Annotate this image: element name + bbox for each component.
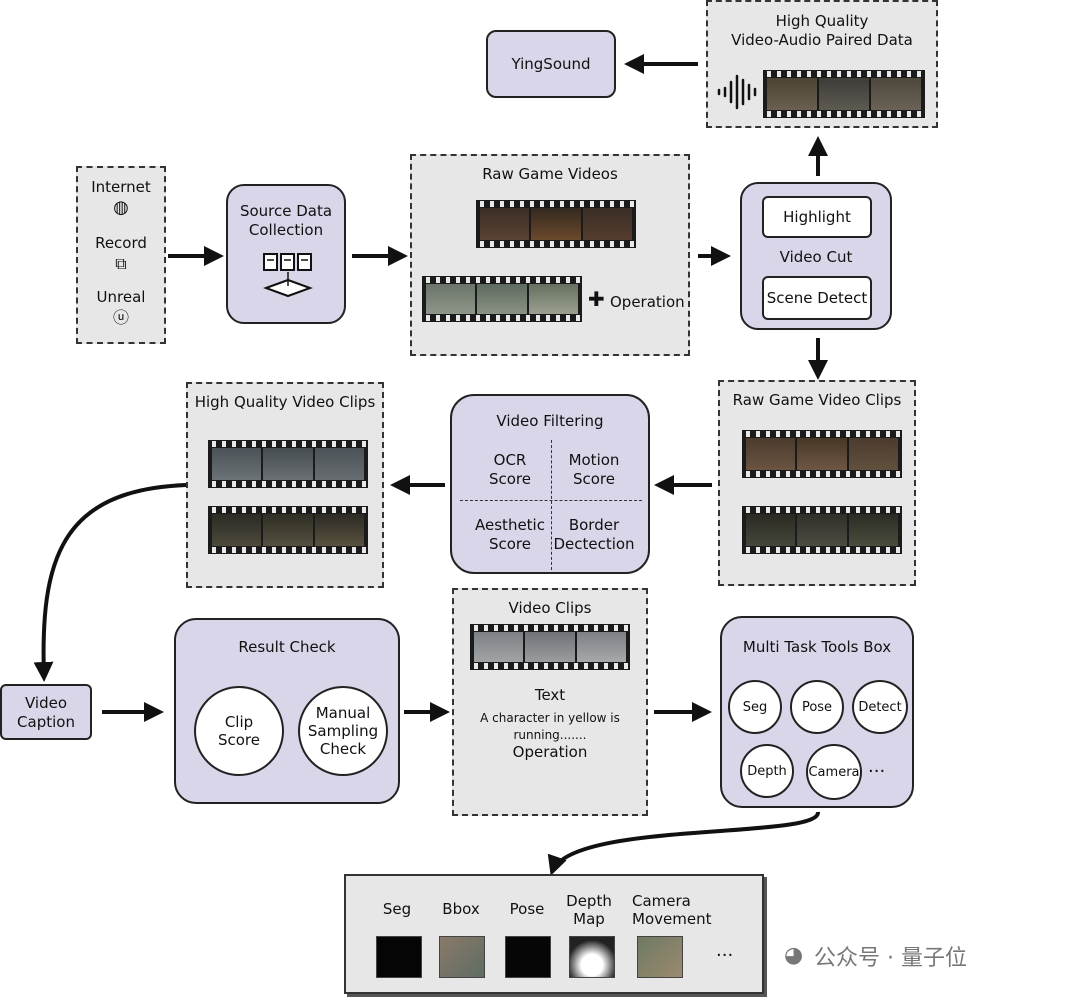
raw-clips-filmstrip-1 (742, 430, 902, 478)
output-camera-thumb (637, 936, 683, 978)
output-pose-thumb (505, 936, 551, 978)
text-label: Text (534, 686, 566, 704)
hq-clips-title: High Quality Video Clips (194, 393, 376, 411)
record-icon: ⧉ (115, 254, 127, 273)
video-clips-panel: Video Clips Text A character in yellow i… (452, 588, 648, 816)
raw-game-videos-panel: Raw Game Videos ✚ Operation (410, 154, 690, 356)
video-caption-2: Caption (17, 713, 75, 731)
raw-videos-operation-label: Operation (610, 293, 685, 311)
audio-waveform-icon (717, 74, 757, 110)
caption-line-1: A character in yellow is (480, 711, 620, 725)
video-cut-label: Video Cut (779, 248, 853, 266)
outputs-panel: Seg Bbox Pose Depth Map Camera Movement … (344, 874, 764, 994)
aesthetic-score-1: Aesthetic (475, 516, 545, 534)
result-check-box: Result Check Clip Score Manual Sampling … (174, 618, 400, 804)
multi-task-title: Multi Task Tools Box (742, 638, 892, 656)
watermark-text: 公众号 · 量子位 (814, 946, 967, 971)
output-seg-label: Seg (382, 900, 412, 918)
highlight-box: Highlight (762, 196, 872, 238)
hq-clips-filmstrip-2 (208, 506, 368, 554)
clip-score-1: Clip (224, 713, 254, 731)
raw-game-videos-title: Raw Game Videos (482, 165, 618, 183)
filtering-divider-h (460, 500, 642, 501)
hq-clips-panel: High Quality Video Clips (186, 382, 384, 588)
raw-video-filmstrip-1 (476, 200, 636, 248)
video-caption-1: Video (24, 694, 68, 712)
source-record-label: Record (95, 234, 147, 252)
border-detection-2: Dectection (553, 535, 635, 553)
manual-check-3: Check (319, 740, 367, 758)
ocr-score-2: Score (488, 470, 531, 488)
source-collection-title-2: Collection (248, 221, 324, 239)
source-collection-box: Source Data Collection (226, 184, 346, 324)
tool-detect: Detect (852, 680, 908, 734)
output-bbox-label: Bbox (442, 900, 480, 918)
yingsound-box: YingSound (486, 30, 616, 98)
plus-icon: ✚ (588, 287, 605, 311)
tool-camera: Camera (806, 744, 862, 800)
unreal-icon: ⓤ (112, 308, 129, 327)
scene-detect-box: Scene Detect (762, 276, 872, 320)
video-filtering-box: Video Filtering OCR Score Motion Score A… (450, 394, 650, 574)
clips-operation-label: Operation (512, 743, 588, 761)
clip-score-2: Score (217, 731, 260, 749)
source-unreal-label: Unreal (96, 288, 146, 306)
motion-score-1: Motion (568, 451, 620, 469)
filtering-divider-v (551, 440, 552, 570)
result-check-title: Result Check (238, 638, 336, 656)
tool-depth: Depth (740, 744, 794, 798)
output-more: ··· (716, 945, 734, 966)
aesthetic-score-2: Score (488, 535, 531, 553)
clip-score-circle: Clip Score (194, 686, 284, 776)
video-clips-title: Video Clips (508, 599, 592, 617)
ocr-score-1: OCR (493, 451, 527, 469)
sources-panel: Internet ◍ Record ⧉ Unreal ⓤ (76, 166, 166, 344)
border-detection-1: Border (568, 516, 620, 534)
manual-check-2: Sampling (307, 722, 379, 740)
globe-icon: ◍ (113, 197, 129, 218)
watermark-logo-icon: ◕ (784, 943, 804, 968)
yingsound-label: YingSound (511, 55, 591, 73)
motion-score-2: Score (572, 470, 615, 488)
video-cut-box: Highlight Video Cut Scene Detect (740, 182, 892, 330)
hq-paired-filmstrip (763, 70, 925, 118)
manual-check-1: Manual (315, 704, 371, 722)
video-caption-box: Video Caption (0, 684, 92, 740)
documents-tray-icon (263, 253, 313, 298)
video-filtering-title: Video Filtering (496, 412, 604, 430)
hq-paired-panel: High Quality Video-Audio Paired Data (706, 0, 938, 128)
source-collection-title-1: Source Data (239, 202, 333, 220)
output-depth-label-2: Map (573, 910, 605, 928)
output-pose-label: Pose (509, 900, 545, 918)
tool-seg: Seg (728, 680, 782, 734)
output-bbox-thumb (439, 936, 485, 978)
hq-clips-filmstrip-1 (208, 440, 368, 488)
output-camera-label-2: Movement (632, 910, 712, 928)
raw-clips-title: Raw Game Video Clips (732, 391, 902, 409)
hq-paired-title-1: High Quality (775, 12, 869, 30)
output-camera-label-1: Camera (632, 892, 691, 910)
tool-pose: Pose (790, 680, 844, 734)
video-clips-filmstrip (470, 624, 630, 670)
output-depth-label-1: Depth (566, 892, 612, 910)
output-seg-thumb (376, 936, 422, 978)
raw-clips-panel: Raw Game Video Clips (718, 380, 916, 586)
tool-more: ··· (868, 761, 886, 782)
raw-clips-filmstrip-2 (742, 506, 902, 554)
multi-task-box: Multi Task Tools Box Seg Pose Detect Dep… (720, 616, 914, 808)
hq-paired-title-2: Video-Audio Paired Data (731, 31, 913, 49)
source-internet-label: Internet (91, 178, 151, 196)
output-depth-thumb (569, 936, 615, 978)
raw-video-filmstrip-2 (422, 276, 582, 322)
manual-check-circle: Manual Sampling Check (298, 686, 388, 776)
caption-line-2: running....... (513, 728, 587, 742)
